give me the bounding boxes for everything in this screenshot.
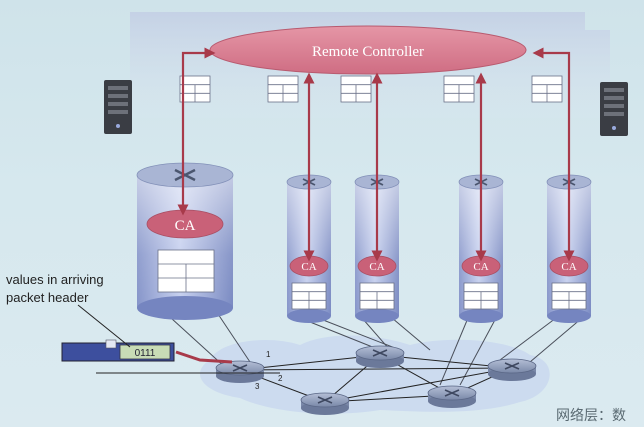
- control-agent-5: CA: [549, 255, 589, 277]
- projection-line-8: [459, 317, 497, 386]
- projection-line-4: [317, 317, 401, 351]
- projection-line-2: [213, 307, 251, 363]
- control-flow-table-2: [267, 75, 299, 103]
- flow-table-3: [359, 282, 395, 310]
- flow-table-5: [551, 282, 587, 310]
- server-icon-right: [600, 82, 628, 136]
- control-flow-table-5: [531, 75, 563, 103]
- projection-line-6: [391, 317, 431, 351]
- port-label-2: 2: [278, 374, 283, 383]
- projection-line-5: [361, 317, 391, 351]
- control-channel-arrow-5: [532, 47, 575, 262]
- annotation-pointer: [77, 304, 131, 348]
- control-flow-table-3: [340, 75, 372, 103]
- switch-cylinder-1: CA: [136, 162, 234, 320]
- annotation-line-1: values in arriving: [6, 272, 104, 287]
- control-agent-label: CA: [561, 261, 576, 273]
- footer-text: 网络层：数: [556, 408, 626, 424]
- router-icon: [215, 360, 265, 383]
- control-agent-label: CA: [175, 218, 196, 234]
- control-agent-label: CA: [369, 261, 384, 273]
- annotation-line-2: packet header: [6, 290, 89, 305]
- control-flow-table-1: [179, 75, 211, 103]
- router-icon: [300, 392, 350, 415]
- packet-forward-arrow: [175, 350, 233, 364]
- control-agent-1: CA: [146, 209, 224, 239]
- port-label-3: 3: [255, 382, 260, 391]
- control-agent-2: CA: [289, 255, 329, 277]
- annotation-text: values in arriving packet header: [6, 272, 107, 305]
- packet-header-value: 0111: [135, 348, 156, 359]
- network-link-6: [239, 367, 513, 371]
- flow-table-2: [291, 282, 327, 310]
- packet-tag: [105, 339, 117, 349]
- projection-line-10: [529, 317, 583, 363]
- projection-line-7: [439, 317, 469, 386]
- control-flow-table-4: [443, 75, 475, 103]
- control-agent-3: CA: [357, 255, 397, 277]
- port-label-1: 1: [266, 350, 271, 359]
- packet-header-field: [119, 344, 171, 360]
- flow-table-1: [157, 249, 215, 293]
- network-link-9: [324, 367, 513, 403]
- control-channel-arrow-1: [177, 47, 216, 216]
- router-icon: [355, 345, 405, 368]
- control-agent-4: CA: [461, 255, 501, 277]
- server-icon-left: [104, 80, 132, 134]
- router-icon: [487, 358, 537, 381]
- control-agent-label: CA: [473, 261, 488, 273]
- projection-line-9: [499, 317, 557, 361]
- control-agent-label: CA: [301, 261, 316, 273]
- router-icon: [427, 385, 477, 408]
- projection-line-3: [299, 317, 381, 351]
- remote-controller-label: Remote Controller: [312, 44, 424, 60]
- flow-table-4: [463, 282, 499, 310]
